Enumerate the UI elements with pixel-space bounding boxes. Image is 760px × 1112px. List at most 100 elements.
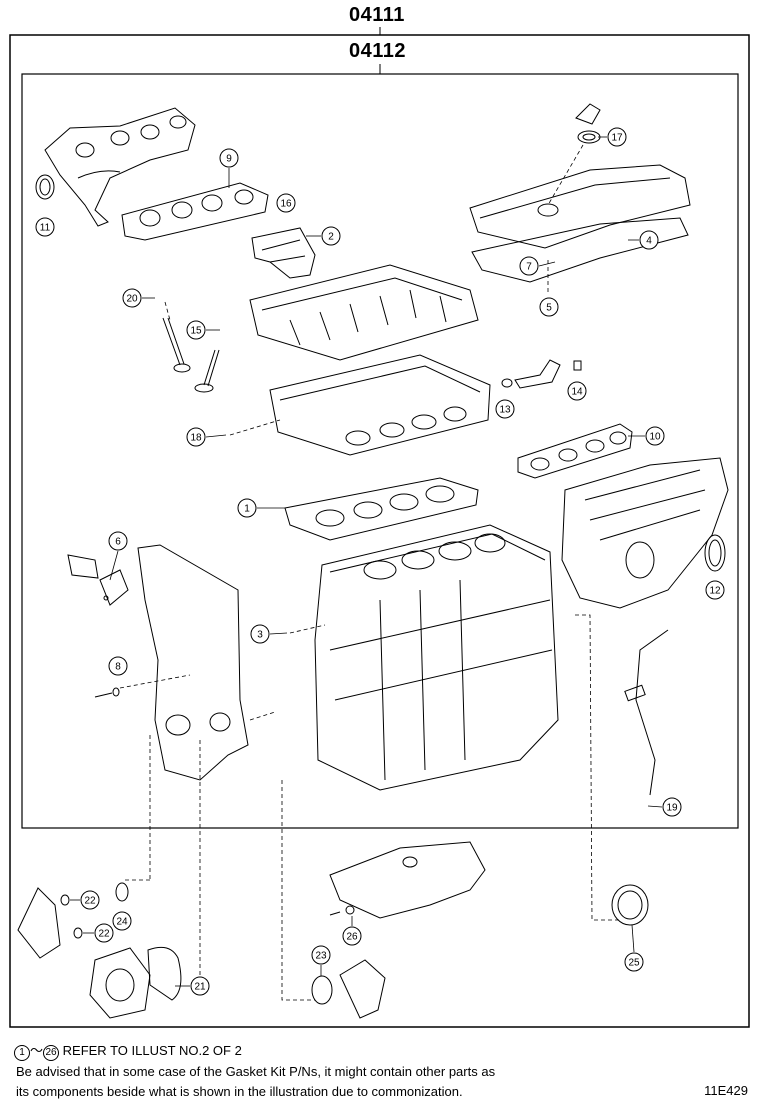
callout-number: 16 (280, 199, 292, 210)
callout-circle (645, 426, 665, 446)
callout-leader (205, 434, 227, 438)
callout-circle (108, 656, 128, 676)
callout-number: 20 (126, 294, 138, 305)
callout-number: 10 (649, 432, 661, 443)
callout-number: 13 (499, 405, 511, 416)
callout-number: 25 (628, 958, 640, 969)
drain-plug-gasket-26 (329, 905, 355, 916)
water-pump-gasket-21 (147, 946, 182, 1001)
water-inlet-housing (339, 959, 386, 1019)
outer-frame (9, 34, 750, 1028)
o-rings-22-24 (60, 882, 129, 939)
outer-assembly-code: 04111 (349, 4, 405, 26)
callout-number: 4 (646, 236, 652, 247)
water-pump-housing (17, 887, 151, 1019)
callout-circle (321, 226, 341, 246)
callout-number: 23 (315, 951, 327, 962)
callout-number: 9 (226, 154, 232, 165)
callout-number: 6 (115, 537, 121, 548)
callout-number: 12 (709, 586, 721, 597)
callout-number: 8 (115, 662, 121, 673)
intake-exhaust-valves (162, 317, 220, 393)
cylinder-head-cover (469, 103, 691, 249)
callout-number: 5 (546, 303, 552, 314)
callout-circle (495, 399, 515, 419)
callout-circle (567, 381, 587, 401)
range-end-circle: 26 (43, 1045, 60, 1061)
callout-number: 14 (571, 387, 583, 398)
advisory-note-line-1: Be advised that in some case of the Gask… (16, 1064, 496, 1079)
callout-circle (639, 230, 659, 250)
water-outlet-gasket-6 (67, 554, 129, 606)
refer-text: REFER TO ILLUST NO.2 OF 2 (62, 1043, 242, 1058)
exhaust-manifold (44, 107, 196, 227)
refer-note: 1～26 REFER TO ILLUST NO.2 OF 2 (14, 1040, 242, 1061)
callout-circle (276, 193, 296, 213)
callout-number: 15 (190, 326, 202, 337)
callout-circle (219, 148, 239, 168)
callout-number: 18 (190, 433, 202, 444)
head-cover-gasket-5 (471, 217, 689, 283)
cylinder-head-gasket-1 (284, 477, 479, 541)
inner-frame (21, 73, 739, 829)
callout-number: 17 (611, 133, 623, 144)
callout-circle (250, 624, 270, 644)
callout-circle (624, 952, 644, 972)
callout-number: 21 (194, 982, 206, 993)
seal-ring-11 (35, 174, 55, 200)
callout-circle (35, 217, 55, 237)
cam-housing-part (251, 227, 316, 279)
callout-circle (190, 976, 210, 996)
inner-assembly-code: 04112 (349, 40, 407, 62)
callout-number: 7 (526, 262, 532, 273)
callout-leader (647, 805, 663, 808)
callout-leader (631, 924, 635, 953)
range-start-circle: 1 (14, 1045, 30, 1061)
callout-circle (342, 926, 362, 946)
oil-pan (329, 841, 486, 919)
callout-circle (519, 256, 539, 276)
camshaft-housing (249, 264, 479, 361)
callout-circle (539, 297, 559, 317)
illustration-code: 11E429 (704, 1083, 748, 1098)
callout-circle (112, 911, 132, 931)
oil-filler-cap-gasket-17 (577, 130, 601, 144)
callout-number: 19 (666, 803, 678, 814)
callout-circle (108, 531, 128, 551)
callout-circle (94, 923, 114, 943)
advisory-note-line-2: its components beside what is shown in t… (16, 1084, 463, 1099)
callout-number: 1 (244, 504, 250, 515)
intake-manifold-gasket-10 (517, 423, 633, 479)
callout-circle (311, 945, 331, 965)
callout-leader (538, 261, 556, 267)
callout-number: 26 (346, 932, 358, 943)
callout-circle (607, 127, 627, 147)
bolt-8 (94, 687, 120, 698)
callout-number: 22 (84, 896, 96, 907)
timing-chain-cover (137, 544, 249, 781)
callout-group: 1234567891011121314151617181920212222232… (35, 127, 725, 996)
callout-number: 22 (98, 929, 110, 940)
callout-leader (109, 550, 119, 581)
callout-circle (186, 427, 206, 447)
throttle-gasket-12 (704, 534, 726, 572)
intake-manifold (561, 457, 729, 609)
dashed-leader-lines (119, 144, 620, 1001)
callout-circle (662, 797, 682, 817)
callout-leader (269, 632, 288, 635)
o-ring-23 (311, 975, 333, 1005)
cylinder-head (269, 354, 491, 456)
fuel-injector (501, 359, 582, 389)
range-separator: ～ (30, 1043, 44, 1058)
callout-circle (237, 498, 257, 518)
oil-level-gauge-guide (624, 629, 669, 796)
callout-circle (705, 580, 725, 600)
callout-circle (186, 320, 206, 340)
callout-number: 11 (40, 223, 51, 234)
rear-oil-seal-25 (611, 884, 649, 926)
cylinder-block (314, 524, 559, 791)
callout-number: 24 (116, 917, 128, 928)
callout-number: 3 (257, 630, 263, 641)
